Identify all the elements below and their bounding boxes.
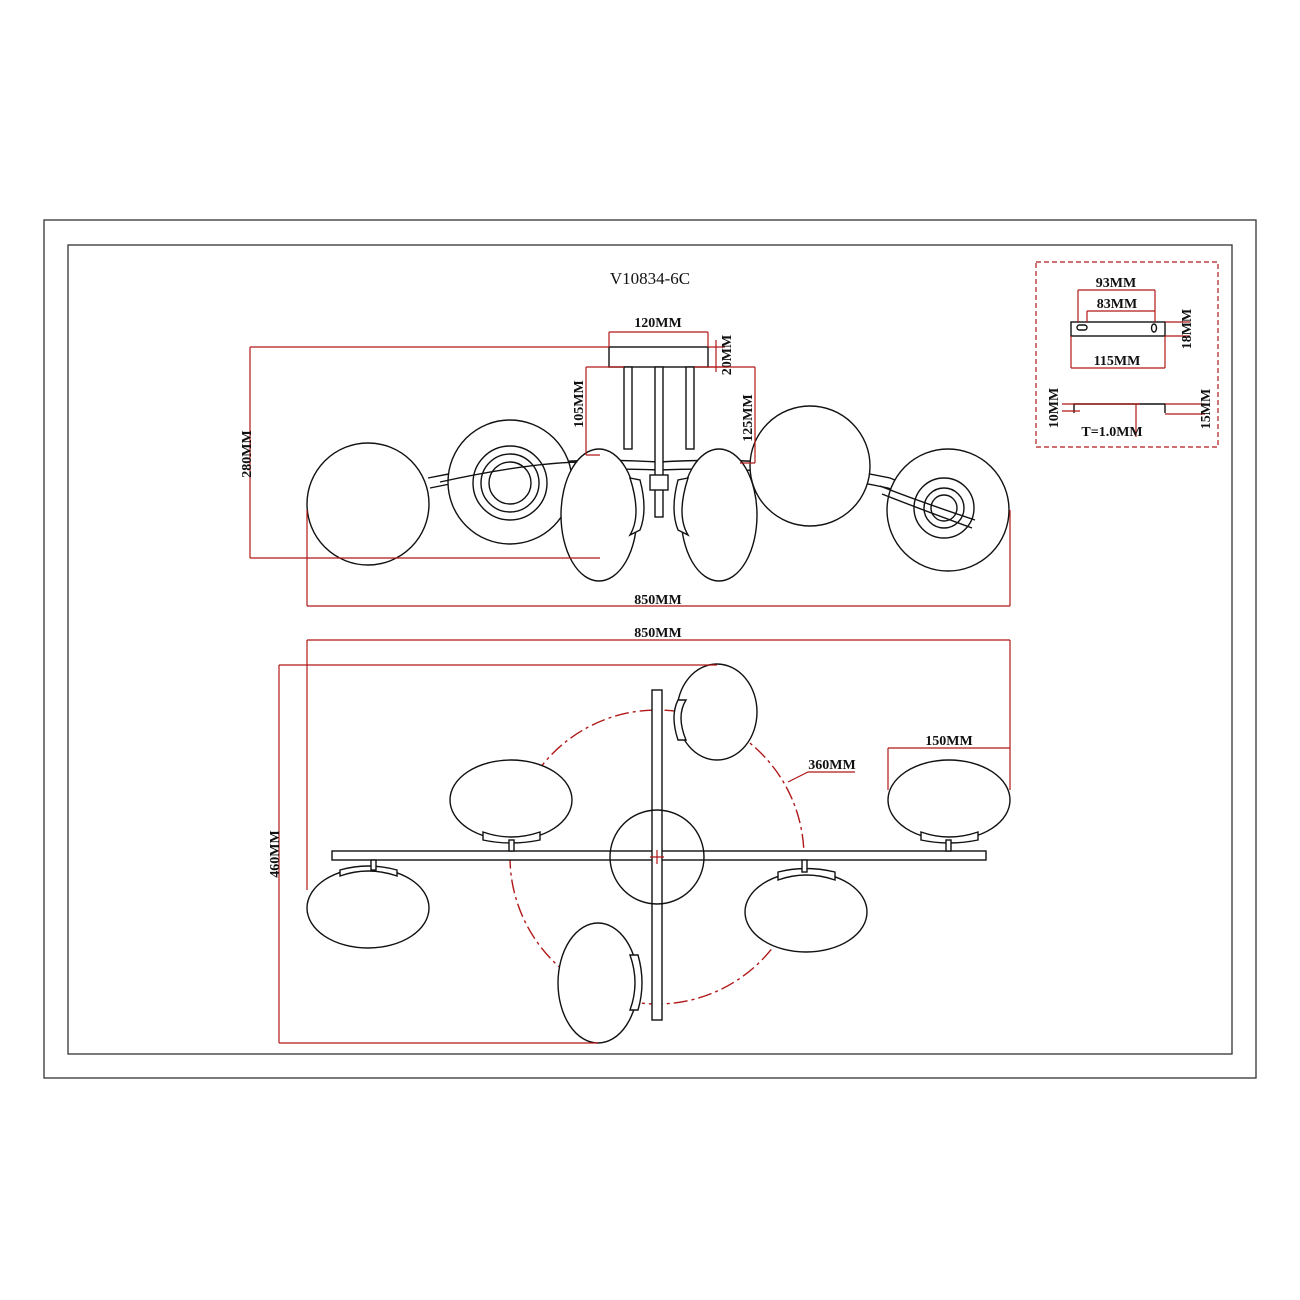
dim-line-total-height (249, 346, 609, 559)
globe-stem (945, 839, 952, 852)
canopy (608, 346, 709, 368)
globe (676, 663, 758, 761)
dim-hole-outer: 93MM (1096, 276, 1136, 291)
globe (449, 759, 573, 841)
globe-ring (913, 477, 975, 539)
dim-hole-inner: 83MM (1097, 297, 1137, 312)
globe-cap (628, 954, 643, 1011)
globe (886, 448, 1010, 572)
dim-globe-width: 150MM (925, 734, 972, 749)
mounting-hole (1150, 323, 1158, 333)
dim-flange-left: 10MM (1047, 388, 1062, 428)
globe-ring (480, 453, 540, 513)
globe-stem (370, 859, 377, 871)
outer-frame (43, 219, 1257, 1079)
globe-cap (482, 831, 541, 844)
inner-frame (67, 244, 1233, 1055)
mounting-hole (1076, 324, 1088, 331)
canopy (609, 809, 705, 905)
globe-stem (508, 839, 515, 852)
dim-line-hole-outer (1077, 289, 1156, 322)
globe-stem (801, 859, 808, 873)
globe (557, 922, 639, 1044)
bracket-detail: 93MM 83MM 18MM 115MM 10MM 15MM T=1.0MM (1035, 261, 1219, 448)
dim-rod-long: 125MM (741, 394, 756, 441)
globe-cap (339, 865, 398, 877)
rod (654, 366, 664, 518)
globe (306, 442, 430, 566)
dim-canopy-width: 120MM (634, 316, 681, 331)
globe (447, 419, 573, 545)
dim-line-plate (1070, 321, 1190, 369)
globe (744, 871, 868, 953)
globe (887, 759, 1011, 841)
model-title: V10834-6C (610, 269, 690, 288)
globe (749, 405, 871, 527)
dim-plate-length: 115MM (1094, 354, 1141, 369)
dim-total-width: 850MM (634, 593, 681, 608)
arm (879, 485, 976, 529)
elevation-view: 120MM 20MM 105MM 125MM 280MM 850MM (240, 316, 1011, 608)
dim-canopy-height: 20MM (720, 335, 735, 375)
dim-plan-width: 850MM (634, 626, 681, 641)
dim-flange-right: 15MM (1199, 389, 1214, 429)
rod-joint (649, 474, 669, 491)
dim-rod-short: 105MM (572, 380, 587, 427)
dim-line-rod-long (694, 366, 756, 464)
dim-line-rod-short (585, 366, 624, 456)
globe-ring (488, 461, 532, 505)
dim-plate-height: 18MM (1180, 309, 1195, 349)
dim-circle-diameter: 360MM (808, 758, 855, 773)
bracket-plate (1070, 321, 1166, 337)
globe-cap (673, 477, 690, 537)
dim-line-canopy-width (608, 331, 709, 347)
globe-cap (628, 477, 645, 537)
dim-line-globe-width (887, 747, 1010, 790)
globe (560, 448, 638, 582)
globe (680, 448, 758, 582)
dim-total-height: 280MM (240, 430, 255, 477)
globe-cap (920, 831, 979, 844)
globe (306, 867, 430, 949)
globe-ring (923, 487, 965, 529)
center-mark (650, 850, 664, 864)
dim-line-profile (1062, 403, 1205, 437)
rod (685, 366, 695, 450)
globe-ring (472, 445, 548, 521)
dim-plan-depth: 460MM (268, 830, 283, 877)
dim-line-hole-inner (1086, 310, 1155, 322)
globe-ring (930, 494, 958, 522)
plan-view: 850MM 460MM 150MM 360MM (268, 626, 1011, 1044)
dim-thickness: T=1.0MM (1081, 425, 1142, 440)
inset-frame (1035, 261, 1219, 448)
globe-cap (777, 867, 836, 881)
globe-cap (673, 699, 688, 741)
dim-line-total-width (306, 510, 1011, 607)
dim-line-plan-depth (278, 664, 717, 1044)
dim-leader-circle (787, 771, 855, 783)
rod (623, 366, 633, 450)
dim-line-plan-width (306, 639, 1011, 890)
bracket-profile (1073, 403, 1166, 413)
